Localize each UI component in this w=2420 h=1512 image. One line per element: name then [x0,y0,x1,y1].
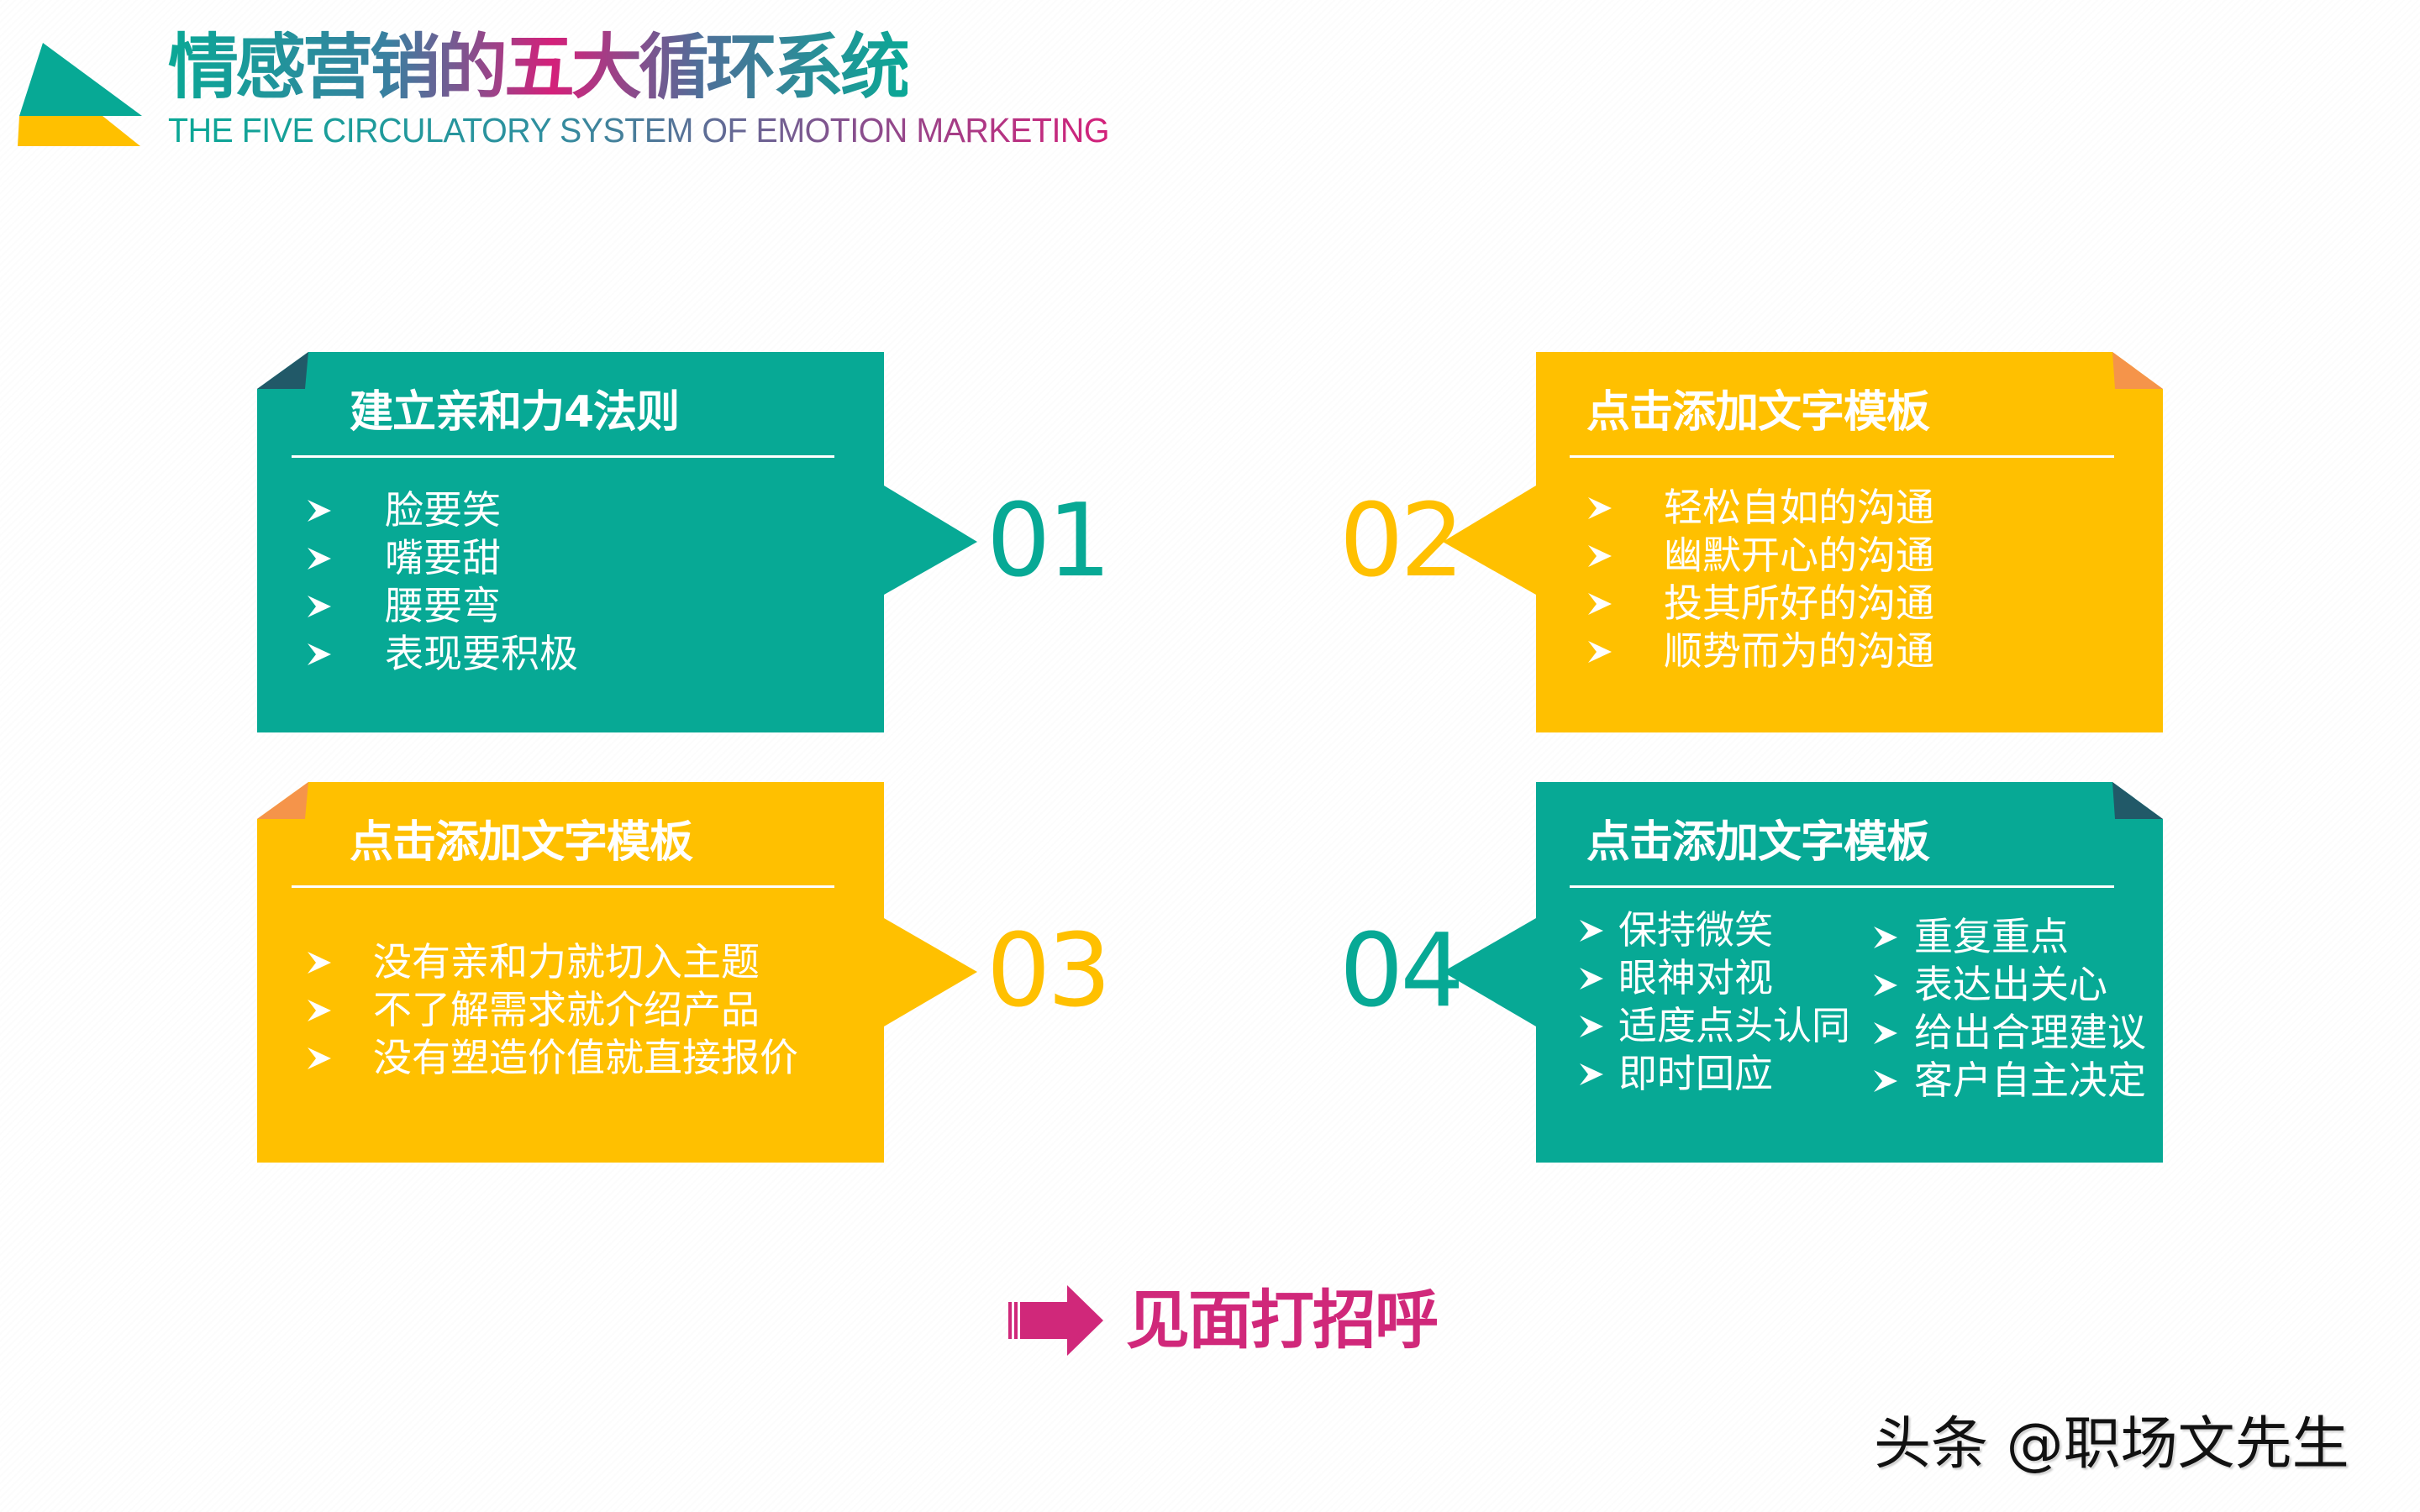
arrowhead-bullet-icon [1874,1070,1897,1092]
step-number-01: 01 [986,483,1112,600]
card-01-shape [257,352,977,732]
step-number-04: 04 [1339,913,1465,1030]
list-item: 腰要弯 [306,582,810,630]
card-04: 点击添加文字模板 保持微笑 眼神对视 适度点头认同 即时回应 重复重点 表达出关… [1443,782,2163,1163]
watermark: 头条 @职场文先生 [1874,1411,2349,1478]
arrowhead-bullet-icon [1588,593,1612,615]
card-04-shape [1443,782,2163,1163]
arrowhead-bullet-icon [1874,1022,1897,1044]
divider [1570,885,2114,888]
list-item: 保持微笑 [1578,906,1864,954]
arrowhead-bullet-icon [1588,545,1612,567]
card-title: 建立亲和力4法则 [350,387,680,438]
arrowhead-bullet-icon [1580,920,1603,942]
card-title: 点击添加文字模板 [1586,817,1930,868]
card-03-shape [257,782,977,1163]
list-item: 表达出关心 [1872,961,2158,1009]
arrowhead-bullet-icon [1588,497,1612,519]
arrowhead-bullet-icon [1580,1016,1603,1037]
step-number-02: 02 [1339,483,1465,600]
list-item: 没有亲和力就切入主题 [306,938,877,986]
page-subtitle: THE FIVE CIRCULATORY SYSTEM OF EMOTION M… [168,111,1110,150]
arrowhead-bullet-icon [1580,968,1603,990]
step-number-03: 03 [986,913,1112,1030]
cta-label: 见面打招呼 [1126,1283,1439,1357]
arrowhead-bullet-icon [308,1000,331,1021]
list-item: 表现要积极 [306,630,810,678]
card-title: 点击添加文字模板 [350,817,693,868]
divider [1570,455,2114,458]
list-item: 重复重点 [1872,913,2158,961]
right-arrow-icon [1008,1285,1103,1356]
page-title: 情感营销的五大循环系统 [168,26,911,108]
list-item: 客户自主决定 [1872,1057,2158,1105]
card-title: 点击添加文字模板 [1586,387,1930,438]
arrowhead-bullet-icon [308,952,331,974]
arrowhead-bullet-icon [308,643,331,665]
arrowhead-bullet-icon [1874,974,1897,996]
arrowhead-bullet-icon [308,596,331,617]
card-03: 点击添加文字模板 没有亲和力就切入主题 不了解需求就介绍产品 没有塑造价值就直接… [257,782,977,1163]
divider [292,885,834,888]
arrowhead-bullet-icon [1874,927,1897,948]
arrowhead-bullet-icon [308,1047,331,1069]
list-item: 顺势而为的沟通 [1586,627,2124,675]
stacked-triangle-logo-icon [18,43,142,146]
arrowhead-bullet-icon [308,500,331,522]
list-item: 嘴要甜 [306,534,810,582]
divider [292,455,834,458]
list-item: 即时回应 [1578,1050,1864,1098]
card-02-shape [1443,352,2163,732]
list-item: 投其所好的沟通 [1586,580,2124,627]
arrowhead-bullet-icon [308,548,331,570]
list-item: 适度点头认同 [1578,1002,1864,1050]
list-item: 眼神对视 [1578,954,1864,1002]
card-02: 点击添加文字模板 轻松自如的沟通 幽默开心的沟通 投其所好的沟通 顺势而为的沟通 [1443,352,2163,732]
arrowhead-bullet-icon [1580,1063,1603,1085]
list-item: 幽默开心的沟通 [1586,532,2124,580]
list-item: 脸要笑 [306,486,810,534]
card-01: 建立亲和力4法则 脸要笑 嘴要甜 腰要弯 表现要积极 [257,352,977,732]
list-item: 轻松自如的沟通 [1586,484,2124,532]
arrowhead-bullet-icon [1588,641,1612,663]
list-item: 不了解需求就介绍产品 [306,986,877,1034]
list-item: 给出合理建议 [1872,1009,2158,1057]
list-item: 没有塑造价值就直接报价 [306,1034,877,1082]
